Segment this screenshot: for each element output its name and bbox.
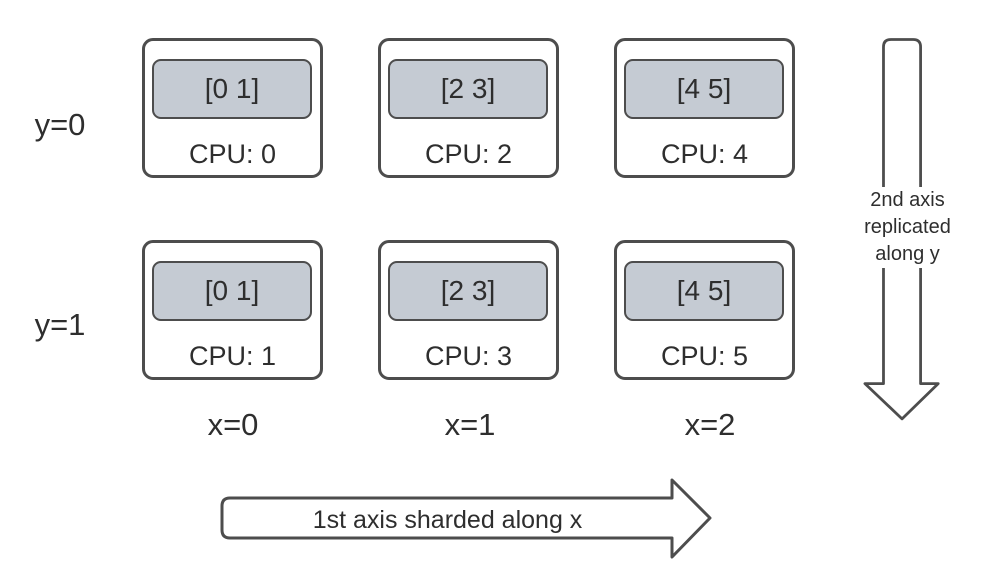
shard-data-box: [2 3] (388, 59, 548, 119)
shard-values: [2 3] (440, 275, 496, 306)
x-axis-annotation: 1st axis sharded along x (312, 506, 583, 534)
shard-values: [0 1] (204, 275, 260, 306)
col-label-x0: x=0 (207, 407, 259, 442)
shard-data-box: [0 1] (152, 261, 312, 321)
device-box-cpu4: [4 5] CPU: 4 (614, 38, 795, 178)
shard-data-box: [4 5] (624, 59, 784, 119)
y-axis-annotation-line: along y (875, 243, 940, 265)
col-label-x2: x=2 (684, 407, 736, 442)
cpu-label: CPU: 3 (424, 341, 513, 371)
shard-data-box: [2 3] (388, 261, 548, 321)
row-label-y1: y=1 (34, 307, 86, 342)
right-arrow-shape (220, 478, 712, 559)
cpu-label: CPU: 4 (660, 139, 749, 169)
row-label-y0: y=0 (34, 107, 86, 142)
cpu-label: CPU: 1 (188, 341, 277, 371)
cpu-label: CPU: 5 (660, 341, 749, 371)
shard-values: [2 3] (440, 73, 496, 104)
device-box-cpu5: [4 5] CPU: 5 (614, 240, 795, 380)
shard-data-box: [0 1] (152, 59, 312, 119)
shard-values: [4 5] (676, 275, 732, 306)
y-axis-annotation-line: 2nd axis (870, 189, 945, 211)
y-axis-annotation-line: replicated (864, 216, 951, 238)
cpu-label: CPU: 2 (424, 139, 513, 169)
device-box-cpu1: [0 1] CPU: 1 (142, 240, 323, 380)
shard-values: [0 1] (204, 73, 260, 104)
device-box-cpu0: [0 1] CPU: 0 (142, 38, 323, 178)
shard-data-box: [4 5] (624, 261, 784, 321)
device-box-cpu3: [2 3] CPU: 3 (378, 240, 559, 380)
device-box-cpu2: [2 3] CPU: 2 (378, 38, 559, 178)
col-label-x1: x=1 (444, 407, 496, 442)
y-axis-annotation: 2nd axis replicated along y (845, 187, 970, 268)
shard-values: [4 5] (676, 73, 732, 104)
cpu-label: CPU: 0 (188, 139, 277, 169)
